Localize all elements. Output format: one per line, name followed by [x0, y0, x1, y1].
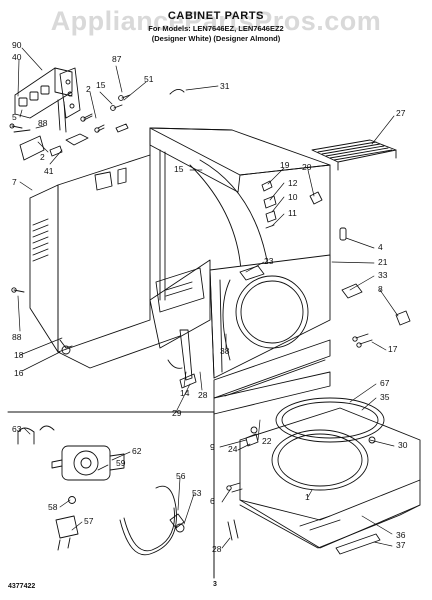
- callout-16: 16: [14, 368, 24, 378]
- diagram-title: CABINET PARTS: [167, 10, 265, 22]
- callout-18: 18: [14, 350, 24, 360]
- callout-14: 14: [180, 388, 190, 398]
- callout-12: 12: [288, 178, 298, 188]
- callout-33: 33: [378, 270, 388, 280]
- leader-lines: [17, 47, 399, 549]
- callout-59: 59: [116, 458, 126, 468]
- watermark: AppliancePartsPros.com: [50, 6, 382, 36]
- callout-10: 10: [288, 192, 298, 202]
- callout-38: 38: [220, 346, 230, 356]
- callout-57: 57: [84, 516, 94, 526]
- screws-upper-left: [80, 89, 185, 133]
- callout-88b: 88: [12, 332, 22, 342]
- callout-15b: 15: [174, 164, 184, 174]
- callout-35: 35: [380, 392, 390, 402]
- callout-67: 67: [380, 378, 390, 388]
- variants-line: (Designer White) (Designer Almond): [151, 34, 281, 43]
- callout-22: 22: [262, 436, 272, 446]
- callout-20: 20: [302, 162, 312, 172]
- callout-28b: 28: [212, 544, 222, 554]
- callout-29: 29: [172, 408, 182, 418]
- toe-panels: [213, 339, 331, 415]
- page-number: 3: [213, 581, 217, 588]
- hardware-right: [11, 180, 411, 389]
- callout-23: 23: [264, 256, 274, 266]
- callout-9: 9: [210, 442, 215, 452]
- cabinet-interior: [94, 167, 211, 381]
- callout-37: 37: [396, 540, 406, 550]
- callout-88a: 88: [38, 118, 48, 128]
- callout-53: 53: [192, 488, 202, 498]
- callout-62: 62: [132, 446, 142, 456]
- front-panel: [209, 254, 331, 379]
- callout-51: 51: [144, 74, 154, 84]
- callout-21: 21: [378, 257, 388, 267]
- callout-58: 58: [48, 502, 58, 512]
- document-number: 4377422: [8, 583, 36, 590]
- callout-2a: 2: [40, 152, 45, 162]
- callout-87: 87: [112, 54, 122, 64]
- callout-63: 63: [12, 424, 22, 434]
- callout-17: 17: [388, 344, 398, 354]
- callout-28a: 28: [198, 390, 208, 400]
- callout-56: 56: [176, 471, 186, 481]
- callout-24: 24: [228, 444, 238, 454]
- cabinet-side-panel: [29, 127, 233, 369]
- motor-inset: [7, 411, 215, 579]
- callout-36: 36: [396, 530, 406, 540]
- callout-27: 27: [396, 108, 406, 118]
- callout-41: 41: [44, 166, 54, 176]
- top-cover-grate: [311, 139, 397, 171]
- callout-8: 8: [378, 284, 383, 294]
- callout-7: 7: [12, 177, 17, 187]
- callout-4: 4: [378, 242, 383, 252]
- terminal-block-assembly: [9, 67, 89, 161]
- base-assembly: [226, 397, 421, 555]
- callout-19: 19: [280, 160, 290, 170]
- callout-30: 30: [398, 440, 408, 450]
- callout-40: 40: [12, 52, 22, 62]
- callout-90: 90: [12, 40, 22, 50]
- callout-5: 5: [12, 112, 17, 122]
- callout-31: 31: [220, 81, 230, 91]
- callout-1: 1: [305, 492, 310, 502]
- callout-15a: 15: [96, 80, 106, 90]
- callout-2b: 2: [86, 84, 91, 94]
- models-line: For Models: LEN7646EZ, LEN7646EZ2: [148, 24, 284, 33]
- callout-11: 11: [288, 208, 297, 218]
- callout-6: 6: [210, 496, 215, 506]
